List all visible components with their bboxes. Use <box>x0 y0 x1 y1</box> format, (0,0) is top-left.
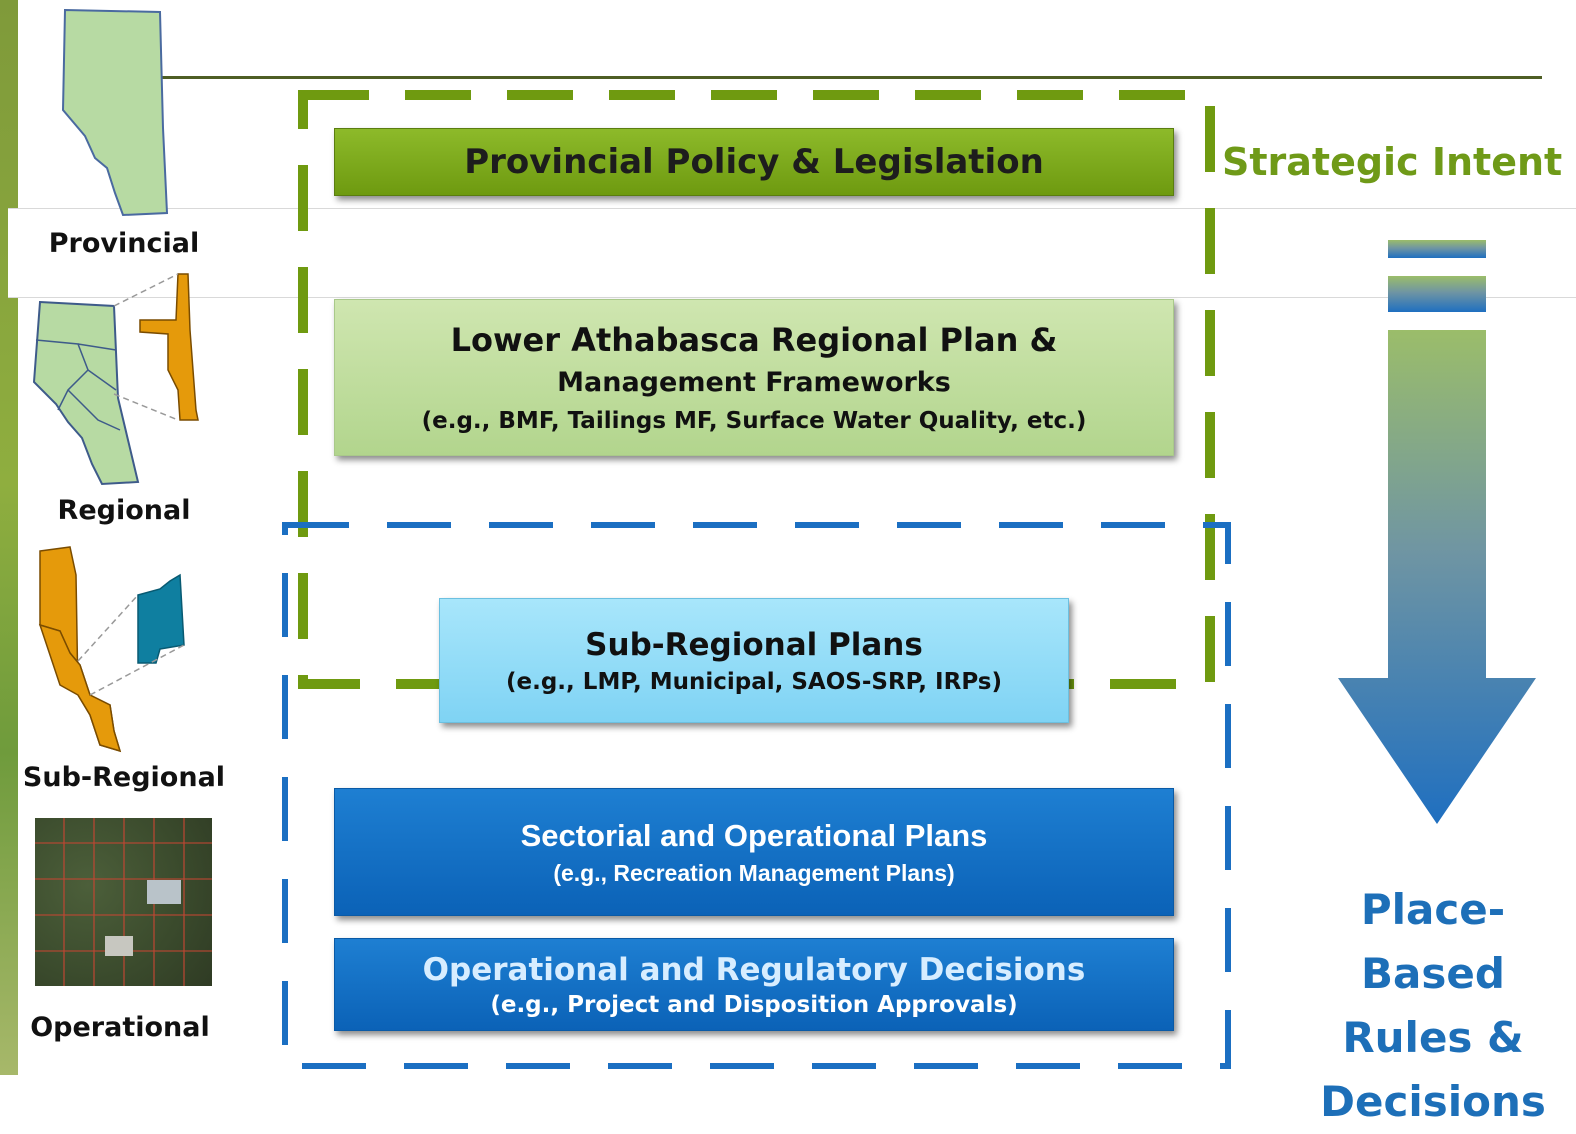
level-label-regional: Regional <box>57 495 191 526</box>
green-scope-outline <box>298 90 1215 689</box>
operational-decisions-box: Operational and Regulatory Decisions (e.… <box>334 938 1174 1031</box>
subregional-plans-box: Sub-Regional Plans (e.g., LMP, Municipal… <box>439 598 1069 723</box>
level-label-operational: Operational <box>30 1012 210 1043</box>
sectorial-plans-title: Sectorial and Operational Plans <box>520 817 988 853</box>
level-label-subregional: Sub-Regional <box>22 762 226 793</box>
subregional-plans-title: Sub-Regional Plans <box>585 626 923 663</box>
level-label-provincial: Provincial <box>48 228 200 259</box>
strategic-intent-label: Strategic Intent <box>1222 140 1563 184</box>
highlight-band <box>8 208 1576 298</box>
sectorial-plans-box: Sectorial and Operational Plans (e.g., R… <box>334 788 1174 916</box>
operational-decisions-title: Operational and Regulatory Decisions <box>422 951 1086 988</box>
well-pad-icon <box>147 880 181 904</box>
top-rule-line <box>140 76 1542 79</box>
operational-decisions-examples: (e.g., Project and Disposition Approvals… <box>490 991 1018 1018</box>
scope-outlines <box>282 90 1231 1069</box>
regional-map <box>32 273 199 486</box>
blue-scope-outline <box>282 522 1231 1069</box>
place-based-line3: Decisions <box>1320 1077 1546 1126</box>
well-pad-icon <box>105 936 133 956</box>
regional-plan-subtitle: Management Frameworks <box>557 367 951 398</box>
alberta-province-map <box>61 8 169 217</box>
provincial-policy-box: Provincial Policy & Legislation <box>334 128 1174 196</box>
regional-plan-box: Lower Athabasca Regional Plan & Manageme… <box>334 299 1174 456</box>
subregional-plans-examples: (e.g., LMP, Municipal, SAOS-SRP, IRPs) <box>506 668 1002 695</box>
regional-plan-examples: (e.g., BMF, Tailings MF, Surface Water Q… <box>421 408 1087 434</box>
gradient-down-arrow-icon <box>1338 240 1536 824</box>
sectorial-plans-examples: (e.g., Recreation Management Plans) <box>553 859 955 886</box>
regional-plan-title: Lower Athabasca Regional Plan & <box>450 321 1058 359</box>
provincial-policy-title: Provincial Policy & Legislation <box>464 142 1044 182</box>
place-based-line1: Place-Based <box>1360 885 1506 998</box>
subregional-map <box>38 546 185 753</box>
place-based-line2: Rules & <box>1342 1013 1524 1062</box>
operational-satellite-image <box>35 818 212 986</box>
place-based-label: Place-Based Rules & Decisions <box>1290 878 1576 1134</box>
